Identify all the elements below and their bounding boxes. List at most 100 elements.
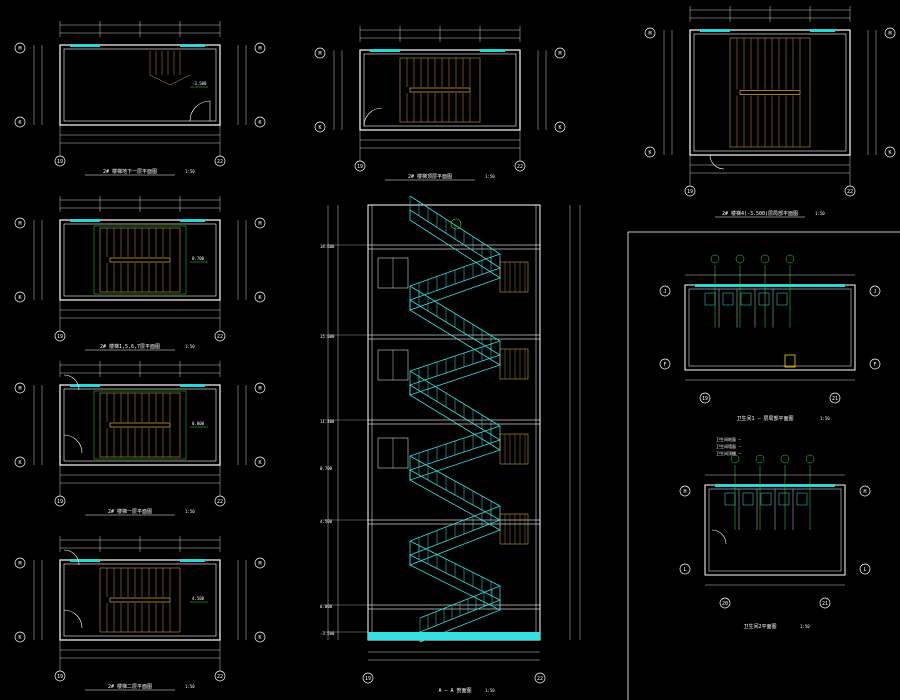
axis-bubble <box>14 291 26 303</box>
axis-bubble <box>829 392 841 404</box>
window-mark <box>180 384 205 387</box>
axis-label: 22 <box>217 674 223 680</box>
handrail <box>409 370 501 427</box>
axis-bubble <box>679 485 691 497</box>
handrail <box>419 585 501 619</box>
annotation-bubble <box>735 254 745 264</box>
handrail <box>409 540 501 587</box>
window-mark <box>695 284 845 287</box>
axis-bubble <box>14 42 26 54</box>
door-swing <box>63 609 83 629</box>
axis-bubble <box>644 146 656 158</box>
axis-bubble <box>254 557 266 569</box>
axis-label: K <box>18 295 21 301</box>
toilet-fixture <box>758 292 770 306</box>
axis-bubble <box>659 358 671 370</box>
axis-label: 22 <box>537 676 543 682</box>
annotation-bubble <box>780 454 790 464</box>
plan-scale: 1:50 <box>815 211 825 216</box>
elevation-label: 0.000 <box>192 421 205 426</box>
axis-label: K <box>258 295 261 301</box>
floor-slab <box>367 334 541 340</box>
plan-caption: 2# 楼梯4(-3.500)层局部平面图 <box>722 210 798 217</box>
plan-outer-wall <box>359 49 521 131</box>
axis-bubble <box>554 121 566 133</box>
axis-label: K <box>18 635 21 641</box>
window-mark <box>715 484 835 487</box>
axis-label: 19 <box>687 189 693 195</box>
axis-bubble <box>254 382 266 394</box>
axis-bubble <box>884 27 896 39</box>
window-mark <box>180 219 205 222</box>
landing-window <box>499 261 529 293</box>
window-mark <box>700 29 730 32</box>
stair-flight-outline <box>99 392 181 458</box>
axis-bubble <box>554 47 566 59</box>
axis-bubble <box>14 382 26 394</box>
handrail <box>739 90 801 95</box>
detail-bubble <box>450 218 462 230</box>
axis-label: 22 <box>217 499 223 505</box>
landing-zone <box>93 225 187 295</box>
axis-bubble <box>659 285 671 297</box>
plan-scale: 1:50 <box>185 509 195 514</box>
axis-bubble <box>14 557 26 569</box>
stair-flight-outline <box>99 227 181 293</box>
annotation-bubble <box>730 454 740 464</box>
door-swing <box>63 434 83 454</box>
axis-bubble <box>254 217 266 229</box>
axis-label: 19 <box>57 334 63 340</box>
axis-label: M <box>258 221 261 227</box>
handrail <box>409 425 501 457</box>
axis-label: 21 <box>832 396 838 402</box>
stair-section: 18.60015.00011.4008.7004.5000.000-3.5001… <box>320 195 581 694</box>
landing-window <box>499 433 529 465</box>
axis-label: K <box>18 120 21 126</box>
plan-scale: 1:50 <box>185 344 195 349</box>
window-mark <box>810 29 835 32</box>
axis-bubble <box>14 631 26 643</box>
axis-bubble <box>534 672 546 684</box>
axis-bubble <box>254 291 266 303</box>
plan-outer-wall <box>59 559 221 641</box>
highlighted-fixture <box>784 354 796 368</box>
axis-label: 19 <box>702 396 708 402</box>
ground-slab <box>368 632 540 640</box>
toilet-fixture <box>722 292 734 306</box>
plan-inner-wall <box>63 563 217 637</box>
handrail <box>109 422 171 428</box>
axis-label: J <box>873 289 876 295</box>
axis-label: J <box>663 289 666 295</box>
stair-flight <box>419 599 501 643</box>
axis-bubble <box>644 27 656 39</box>
window-mark <box>180 559 205 562</box>
axis-label: 22 <box>847 189 853 195</box>
note-1: 卫生间地面 — <box>716 436 741 442</box>
axis-bubble <box>314 47 326 59</box>
plan-outer-wall <box>59 219 221 301</box>
toilet-fixture <box>796 492 808 506</box>
plan-outer-wall <box>59 384 221 466</box>
stair-flight-outline <box>399 57 481 123</box>
plan-inner-wall <box>693 33 847 152</box>
door-swing <box>363 107 383 127</box>
window-mark <box>180 44 205 47</box>
elevation-label: 8.700 <box>192 256 205 261</box>
plan-scale: 1:50 <box>185 169 195 174</box>
axis-label: F <box>873 362 876 368</box>
axis-label: M <box>318 51 321 57</box>
plan-inner-wall <box>63 48 217 122</box>
handrail <box>409 455 501 507</box>
axis-label: K <box>558 125 561 131</box>
axis-label: K <box>318 125 321 131</box>
handrail <box>409 505 501 542</box>
level-label: -3.500 <box>320 631 335 636</box>
plan-scale: 1:50 <box>485 174 495 179</box>
axis-label: K <box>258 460 261 466</box>
